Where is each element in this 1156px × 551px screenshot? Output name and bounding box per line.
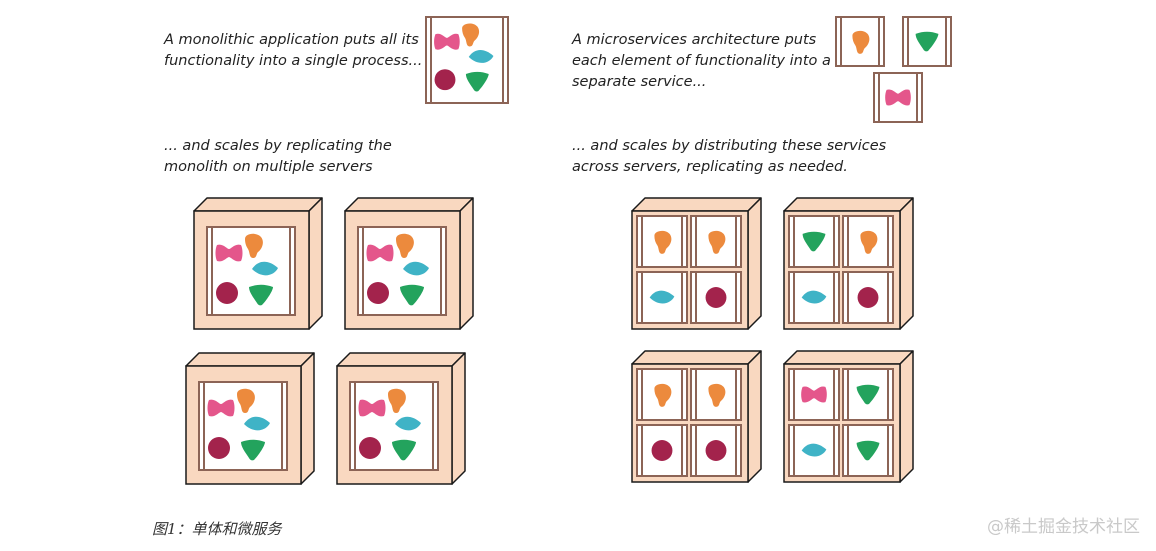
teal-diamond-icon (468, 49, 494, 63)
pink-bowtie-icon (434, 33, 460, 50)
monolith-server-4 (336, 352, 466, 485)
maroon-circle-icon (359, 437, 381, 459)
maroon-circle-icon (208, 437, 230, 459)
pink-bowtie-icon (207, 399, 235, 417)
pink-bowtie-icon (366, 244, 394, 262)
green-triangle-icon (802, 231, 826, 252)
service-frame (835, 16, 885, 67)
orange-blob-icon (860, 230, 878, 254)
monolith-frame (357, 226, 447, 316)
green-triangle-icon (241, 439, 265, 461)
service-frame (690, 215, 742, 268)
microservice-server-1 (631, 197, 762, 330)
maroon-circle-icon (651, 440, 673, 461)
watermark: @稀土掘金技术社区 (987, 517, 1140, 537)
teal-diamond-icon (403, 261, 429, 276)
orange-blob-icon (462, 23, 480, 47)
monolith-app-frame (425, 16, 509, 104)
microservice-server-4 (783, 350, 914, 483)
service-frame (788, 271, 840, 324)
service-frame (902, 16, 952, 67)
service-frame (788, 424, 840, 477)
pink-bowtie-icon (358, 399, 386, 417)
green-triangle-icon (465, 71, 489, 92)
service-frame (788, 368, 840, 421)
monolith-frame (198, 381, 288, 471)
orange-blob-icon (852, 30, 870, 54)
orange-blob-icon (708, 383, 726, 407)
service-frame (636, 424, 688, 477)
green-triangle-icon (856, 384, 880, 405)
maroon-circle-icon (705, 287, 727, 308)
service-frame (842, 424, 894, 477)
monolith-frame (206, 226, 296, 316)
orange-blob-icon (654, 230, 672, 254)
green-triangle-icon (915, 31, 939, 52)
green-triangle-icon (249, 284, 273, 306)
monolith-server-2 (344, 197, 474, 330)
teal-diamond-icon (801, 443, 827, 457)
microservices-intro-text: A microservices architecture puts each e… (572, 32, 831, 90)
green-triangle-icon (392, 439, 416, 461)
service-frame (690, 368, 742, 421)
pink-bowtie-icon (801, 386, 827, 403)
orange-blob-icon (388, 388, 406, 413)
orange-blob-icon (396, 233, 414, 258)
service-frame (842, 215, 894, 268)
maroon-circle-icon (857, 287, 879, 308)
orange-blob-icon (708, 230, 726, 254)
teal-diamond-icon (395, 416, 421, 431)
service-frame (636, 215, 688, 268)
maroon-circle-icon (434, 69, 456, 91)
microservice-server-2 (783, 197, 914, 330)
maroon-circle-icon (705, 440, 727, 461)
microservice-server-3 (631, 350, 762, 483)
teal-diamond-icon (244, 416, 270, 431)
monolith-frame (349, 381, 439, 471)
pink-bowtie-icon (215, 244, 243, 262)
maroon-circle-icon (216, 282, 238, 304)
green-triangle-icon (856, 440, 880, 461)
teal-diamond-icon (649, 290, 675, 304)
monolith-intro-text: A monolithic application puts all its fu… (164, 32, 423, 69)
service-frame (788, 215, 840, 268)
orange-blob-icon (245, 233, 263, 258)
monolith-scaling-text: ... and scales by replicating the monoli… (164, 138, 392, 175)
orange-blob-icon (237, 388, 255, 413)
service-frame (873, 72, 923, 123)
service-frame (842, 368, 894, 421)
monolith-server-3 (185, 352, 315, 485)
teal-diamond-icon (252, 261, 278, 276)
maroon-circle-icon (367, 282, 389, 304)
teal-diamond-icon (801, 290, 827, 304)
service-frame (690, 424, 742, 477)
service-frame (690, 271, 742, 324)
service-frame (842, 271, 894, 324)
orange-blob-icon (654, 383, 672, 407)
microservices-scaling-text: ... and scales by distributing these ser… (572, 138, 887, 175)
monolith-server-1 (193, 197, 323, 330)
service-frame (636, 368, 688, 421)
pink-bowtie-icon (885, 89, 911, 106)
figure-caption: 图1：单体和微服务 (152, 520, 282, 538)
green-triangle-icon (400, 284, 424, 306)
service-frame (636, 271, 688, 324)
